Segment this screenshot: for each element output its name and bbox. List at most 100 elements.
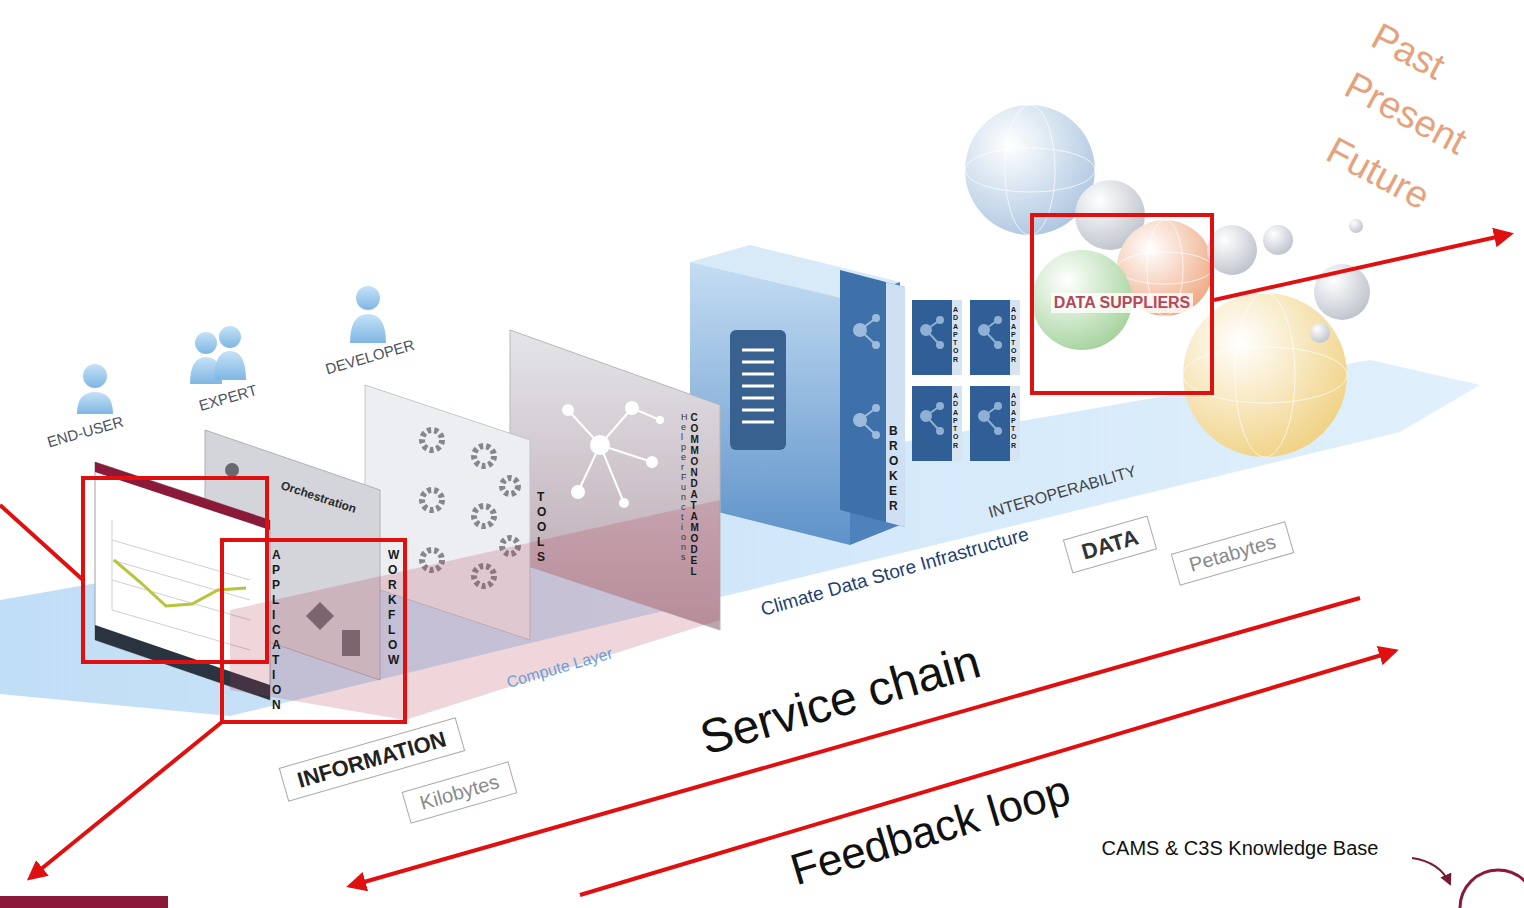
footer-marks (0, 858, 1524, 908)
broker-panel (840, 270, 905, 527)
scale-tag: Petabytes (1170, 521, 1293, 586)
tools-panel-part-part (591, 436, 609, 454)
node-text: BROKER (889, 424, 894, 514)
node-text: Kilobytes (418, 770, 502, 814)
workflow-gears-panel-part-part (474, 506, 494, 526)
data-store-cube-part-part (742, 361, 774, 364)
data-store-cube-part (730, 330, 786, 450)
tools-panel-part-part (657, 417, 663, 423)
user-label: EXPERT (197, 381, 259, 414)
user-figures-part (356, 286, 380, 310)
user-figures-part (219, 326, 241, 348)
callout-frame: DATA SUPPLIERS (1030, 213, 1214, 395)
application-screen-part-part (112, 580, 250, 620)
application-screen-part (114, 560, 246, 606)
data-store-cube-part (742, 350, 774, 422)
node-text: ADAPTOR (1011, 306, 1014, 364)
user-figures-part (350, 314, 386, 343)
tools-panel-part-part (563, 405, 573, 415)
adaptor-blocks-part (1010, 300, 1020, 375)
node-text: DATA (1079, 525, 1142, 565)
node-text: DATA SUPPLIERS (1051, 293, 1194, 313)
adaptor-blocks-part-part (984, 406, 998, 416)
broker-panel-part-part (860, 330, 876, 345)
tools-panel-part-part (647, 457, 657, 467)
adaptor-blocks-part (912, 300, 952, 375)
arrow-caption: Service chain (694, 634, 986, 766)
tools-panel-part (563, 402, 663, 507)
red-callout-frames (83, 478, 405, 722)
data-spheres-part (1117, 252, 1213, 284)
layer-label: INTEROPERABILITY (986, 462, 1138, 522)
data-spheres (965, 105, 1370, 457)
red-arrows-part (1214, 234, 1510, 300)
node-text: WORKFLOW (388, 548, 393, 668)
adaptor-box: ADAPTOR (1011, 392, 1018, 450)
node-text: TOOLS (537, 490, 542, 565)
data-store-cube-part-part (742, 421, 774, 424)
data-spheres-part (1183, 293, 1347, 457)
user-figures-part (77, 392, 113, 414)
data-spheres-part (965, 148, 1095, 192)
panel-label: Orchestration (278, 479, 357, 516)
adaptor-blocks-part (912, 386, 952, 461)
adaptor-blocks-part (952, 300, 962, 375)
adaptor-blocks-part (970, 300, 1010, 375)
broker-panel-part (854, 315, 879, 438)
layer-label: Climate Data Store Infrastructure (759, 523, 1032, 621)
adaptor-blocks (912, 300, 1020, 461)
node-text: ADAPTOR (953, 306, 956, 364)
orchestration-panel-part (225, 463, 239, 477)
node-text: Petabytes (1186, 530, 1278, 577)
data-store-cube-part-part (742, 397, 774, 400)
adaptor-blocks-part-part (926, 416, 940, 431)
node-text: ADAPTOR (953, 392, 956, 450)
user-figures-part (83, 364, 107, 388)
adaptor-blocks-part (952, 386, 962, 461)
adaptor-blocks-part (1010, 386, 1020, 461)
compute-glow-part (230, 500, 720, 720)
arrow-caption: Feedback loop (784, 765, 1075, 896)
data-store-cube-part-part (742, 349, 774, 352)
layer-panel: BROKER (889, 424, 902, 514)
adaptor-blocks-part (921, 317, 1001, 434)
node-text: ADAPTOR (1011, 392, 1014, 450)
broker-panel-part-part (860, 420, 876, 435)
broker-panel-part (840, 270, 905, 527)
application-screen-part-part (112, 560, 250, 600)
adaptor-box: ADAPTOR (953, 392, 960, 450)
node-text: Helper Functions (681, 412, 685, 562)
layer-panel: Helper Functions COMMON DATA MODEL (681, 412, 701, 577)
scale-tag: Kilobytes (402, 761, 518, 823)
red-arrows-part (0, 505, 83, 580)
broker-panel-part-part (860, 408, 876, 420)
layer-panel: WORKFLOW (388, 548, 401, 668)
layer-panel: APPLICATION (272, 548, 285, 713)
adaptor-box: ADAPTOR (953, 306, 960, 364)
footer-marks-part (1460, 870, 1524, 908)
red-arrows-part (30, 722, 222, 878)
data-spheres-part (1235, 293, 1295, 457)
workflow-gears-panel-part-part (502, 478, 518, 494)
broker-panel-part (886, 282, 905, 527)
application-screen-part-part (112, 520, 113, 610)
note-label: CAMS & C3S Knowledge Base (1102, 837, 1379, 860)
adaptor-blocks-part-part (984, 330, 998, 345)
data-spheres-part (1263, 225, 1293, 255)
data-store-cube-part-part (742, 385, 774, 388)
adaptor-box: ADAPTOR (1011, 306, 1018, 364)
broker-panel-part-part (860, 318, 876, 330)
adaptor-blocks-part-part (926, 320, 940, 330)
red-callout-frames-part (83, 478, 267, 662)
node-text: APPLICATION (272, 548, 277, 713)
user-label: END-USER (45, 413, 125, 451)
adaptor-blocks-part-part (926, 330, 940, 345)
node-text: INFORMATION (295, 727, 450, 794)
workflow-gears-panel-part-part (422, 490, 442, 510)
adaptor-blocks-part-part (984, 416, 998, 431)
layer-panel: TOOLS (537, 490, 550, 565)
node-text: COMMON DATA MODEL (690, 412, 695, 577)
adaptor-blocks-part-part (984, 320, 998, 330)
